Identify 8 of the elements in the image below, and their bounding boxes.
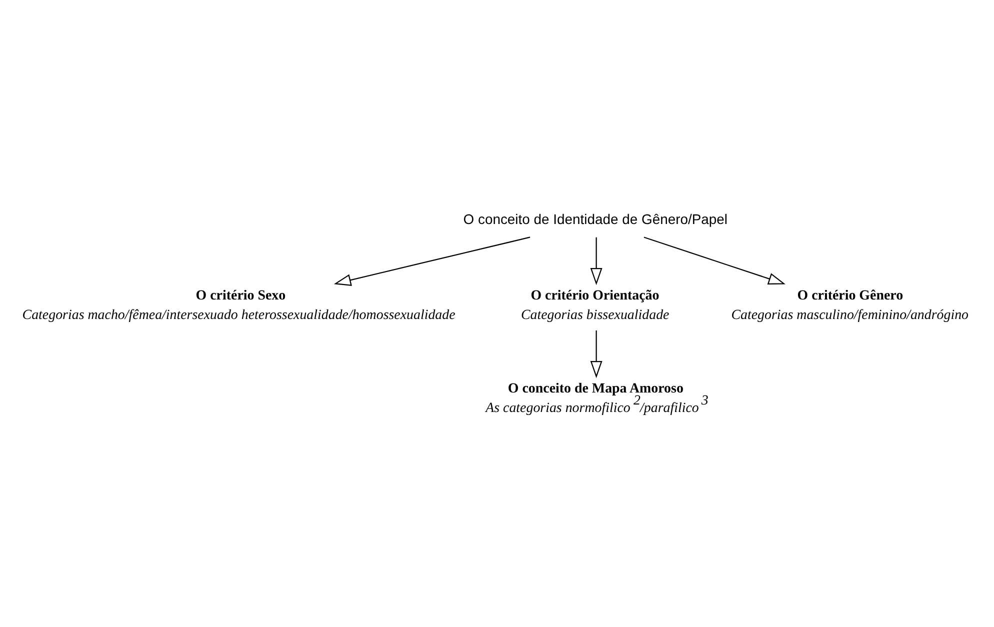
- arrow: [334, 236, 530, 286]
- arrow: [590, 237, 602, 286]
- node-text: O critério Orientação Categorias bissexualidade: [520, 288, 670, 324]
- arrow: [644, 236, 786, 284]
- node-text: O critério Sexo Categorias macho/fêmea/intersexuado heterossexualidade/homossexualidade: [22, 288, 456, 324]
- node-text: O conceito de Identidade de Gênero/Papel: [463, 211, 728, 228]
- arrow: [590, 330, 602, 378]
- node-text: O critério Gênero Categorias masculino/feminino/andrógino: [731, 288, 969, 324]
